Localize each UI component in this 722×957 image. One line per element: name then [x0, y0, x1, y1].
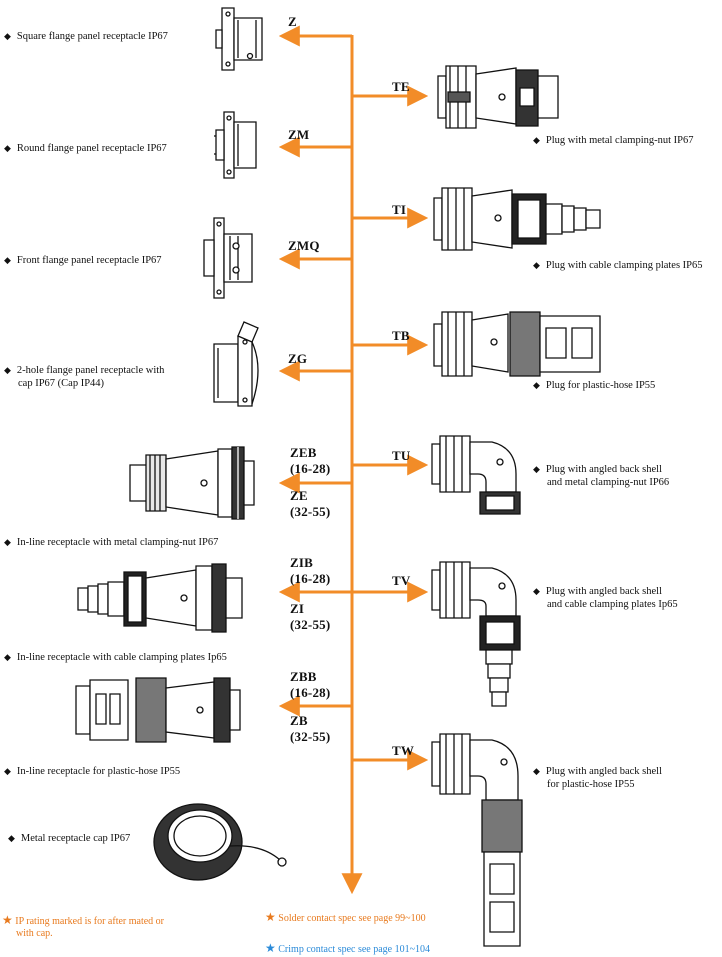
bullet-icon: ◆ — [533, 135, 540, 145]
code-te: TE — [392, 79, 410, 94]
receptacle-cap-image — [150, 796, 302, 886]
label-inline-hose: ◆In-line receptacle for plastic-hose IP5… — [4, 766, 181, 777]
code-tw: TW — [392, 743, 415, 758]
plug-angled-plates-image — [430, 560, 524, 710]
bullet-icon: ◆ — [4, 365, 11, 375]
bullet-icon: ◆ — [533, 464, 540, 474]
label-angled-plates: ◆Plug with angled back shell and cable c… — [533, 586, 678, 610]
code-zib: ZIB — [290, 555, 314, 570]
bullet-icon: ◆ — [4, 255, 11, 265]
star-icon: ★ — [265, 941, 276, 955]
code-zg: ZG — [288, 351, 308, 366]
plug-angled-nut-image — [430, 434, 522, 518]
code-tb: TB — [392, 328, 410, 343]
plug-nut-image — [436, 62, 560, 132]
label-front-flange: ◆Front flange panel receptacle IP67 — [4, 255, 162, 266]
code-ti: TI — [392, 202, 407, 217]
bullet-icon: ◆ — [533, 260, 540, 270]
label-square-flange: ◆Square flange panel receptacle IP67 — [4, 31, 168, 42]
code-z: Z — [288, 14, 297, 29]
bullet-icon: ◆ — [8, 833, 15, 843]
label-inline-nut: ◆In-line receptacle with metal clamping-… — [4, 537, 219, 548]
code-tv: TV — [392, 573, 411, 588]
two-hole-flange-receptacle-image — [212, 318, 266, 408]
crimp-contact-note: ★ Crimp contact spec see page 101~104 — [265, 941, 431, 955]
code-zb: ZB — [290, 713, 308, 728]
plug-angled-hose-image — [430, 732, 526, 952]
bullet-icon: ◆ — [533, 766, 540, 776]
round-flange-receptacle-image — [212, 110, 262, 180]
bullet-icon: ◆ — [4, 652, 11, 662]
code-ze: ZE — [290, 488, 308, 503]
plug-hose-image — [432, 308, 604, 380]
bullet-icon: ◆ — [533, 586, 540, 596]
solder-contact-note: ★ Solder contact spec see page 99~100 — [265, 910, 426, 924]
code-zbb: ZBB — [290, 669, 317, 684]
label-plug-hose: ◆Plug for plastic-hose IP55 — [533, 380, 656, 391]
star-icon: ★ — [2, 913, 13, 927]
star-icon: ★ — [265, 910, 276, 924]
code-zb-range: (32-55) — [290, 729, 331, 744]
bullet-icon: ◆ — [4, 766, 11, 776]
plug-plates-image — [432, 184, 604, 254]
bullet-icon: ◆ — [4, 537, 11, 547]
code-zbb-range: (16-28) — [290, 685, 331, 700]
bullet-icon: ◆ — [4, 143, 11, 153]
code-zm: ZM — [288, 127, 310, 142]
code-zmq: ZMQ — [288, 238, 320, 253]
label-receptacle-cap: ◆Metal receptacle cap IP67 — [8, 833, 131, 844]
code-zib-range: (16-28) — [290, 571, 331, 586]
label-angled-hose: ◆Plug with angled back shell for plastic… — [533, 766, 662, 790]
label-plug-plates: ◆Plug with cable clamping plates IP65 — [533, 260, 703, 271]
inline-receptacle-plates-image — [76, 562, 248, 634]
inline-receptacle-nut-image — [128, 443, 258, 523]
code-zi-range: (32-55) — [290, 617, 331, 632]
label-plug-nut: ◆Plug with metal clamping-nut IP67 — [533, 135, 694, 146]
inline-receptacle-hose-image — [74, 674, 242, 746]
bullet-icon: ◆ — [4, 31, 11, 41]
code-tu: TU — [392, 448, 411, 463]
code-zi: ZI — [290, 601, 305, 616]
bullet-icon: ◆ — [533, 380, 540, 390]
label-round-flange: ◆Round flange panel receptacle IP67 — [4, 143, 167, 154]
label-angled-nut: ◆Plug with angled back shell and metal c… — [533, 464, 670, 488]
ip-rating-note: ★ IP rating marked is for after mated or… — [2, 913, 165, 939]
code-zeb-range: (16-28) — [290, 461, 331, 476]
square-flange-receptacle-image — [214, 6, 274, 72]
label-2hole-flange: ◆2-hole flange panel receptacle with cap… — [4, 365, 165, 389]
code-zeb: ZEB — [290, 445, 317, 460]
front-flange-receptacle-image — [200, 216, 256, 300]
label-inline-plates: ◆In-line receptacle with cable clamping … — [4, 652, 227, 663]
code-ze-range: (32-55) — [290, 504, 331, 519]
